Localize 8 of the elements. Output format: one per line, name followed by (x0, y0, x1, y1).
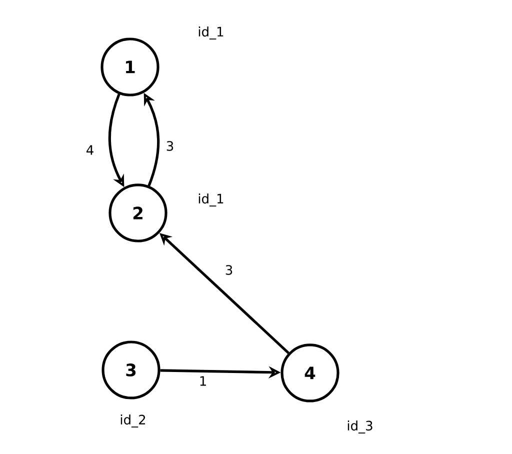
node-id-label: id_1 (198, 26, 224, 40)
edge-label: 4 (84, 144, 96, 156)
edge-label: 3 (164, 140, 176, 152)
edge-label: 1 (198, 375, 208, 387)
node-id-label: id_1 (198, 194, 224, 206)
node-id-label: id_2 (120, 414, 146, 428)
edge-label: 3 (224, 264, 234, 276)
node-id-label: id_3 (348, 420, 372, 434)
